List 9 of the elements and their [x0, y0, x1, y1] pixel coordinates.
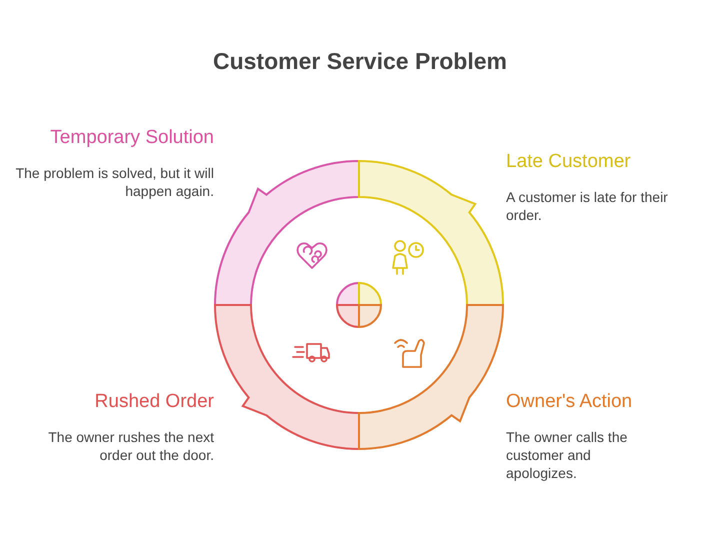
step-heading: Late Customer — [506, 150, 632, 174]
title: Customer Service Problem — [212, 48, 508, 75]
step-description: The owner calls the customer and apologizes. — [506, 428, 628, 482]
step-description: A customer is late for their order. — [506, 188, 669, 224]
step-description: The owner rushes the next order out the door. — [47, 428, 214, 464]
step-description: The problem is solved, but it will happen again. — [14, 164, 214, 200]
step-heading: Owner's Action — [506, 390, 634, 414]
step-heading: Rushed Order — [94, 390, 214, 414]
step-heading: Temporary Solution — [49, 126, 214, 150]
